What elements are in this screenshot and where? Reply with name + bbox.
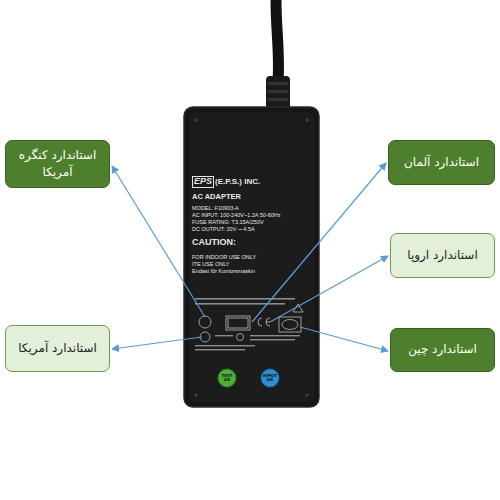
hipot-button: [261, 369, 279, 387]
button-text: TEST OK: [218, 369, 236, 387]
callout-text: استاندارد چین: [408, 341, 477, 358]
callout-text: استاندارد آلمان: [404, 154, 479, 171]
brand-logo: EPS: [192, 176, 214, 188]
spec-text: FUSE RATING: T3.15A/250V: [192, 219, 264, 225]
caution-text: ITE USE ONLY: [192, 261, 230, 267]
caution-heading: CAUTION:: [192, 238, 236, 248]
leader-lines: [112, 163, 388, 351]
callout-box: استاندارد آمریکا: [5, 325, 110, 372]
callout-box: استاندارد چین: [390, 328, 495, 372]
test-button: [218, 369, 236, 387]
certification-marks: [199, 304, 303, 342]
brand-name: (E.P.S.) INC.: [215, 178, 260, 187]
caution-text: FOR INDOOR USE ONLY: [192, 254, 256, 260]
spec-text: AC INPUT: 100-240V~1.2A 50-60Hz: [192, 212, 281, 218]
caution-text: Endast för Kontorsmaskin: [192, 268, 255, 274]
adapter-body: [184, 107, 319, 407]
cable: [276, 0, 279, 80]
fine-print: [195, 298, 300, 350]
product-type: AC ADAPTER: [192, 193, 241, 201]
spec-text: DC OUTPUT: 20V ⎓ 4.5A: [192, 226, 255, 232]
button-text: HIPOT OK: [261, 369, 279, 387]
callout-box: استاندارد کنگره آمریکا: [5, 140, 110, 188]
callout-box: استاندارد اروپا: [390, 233, 495, 278]
callout-box: استاندارد آلمان: [388, 140, 495, 185]
spec-text: MODEL: F10903-A: [192, 205, 239, 211]
callout-text: استاندارد اروپا: [407, 247, 478, 264]
callout-text: استاندارد آمریکا: [18, 340, 97, 357]
callout-text: استاندارد کنگره آمریکا: [14, 147, 101, 182]
strain-relief: [266, 76, 290, 110]
